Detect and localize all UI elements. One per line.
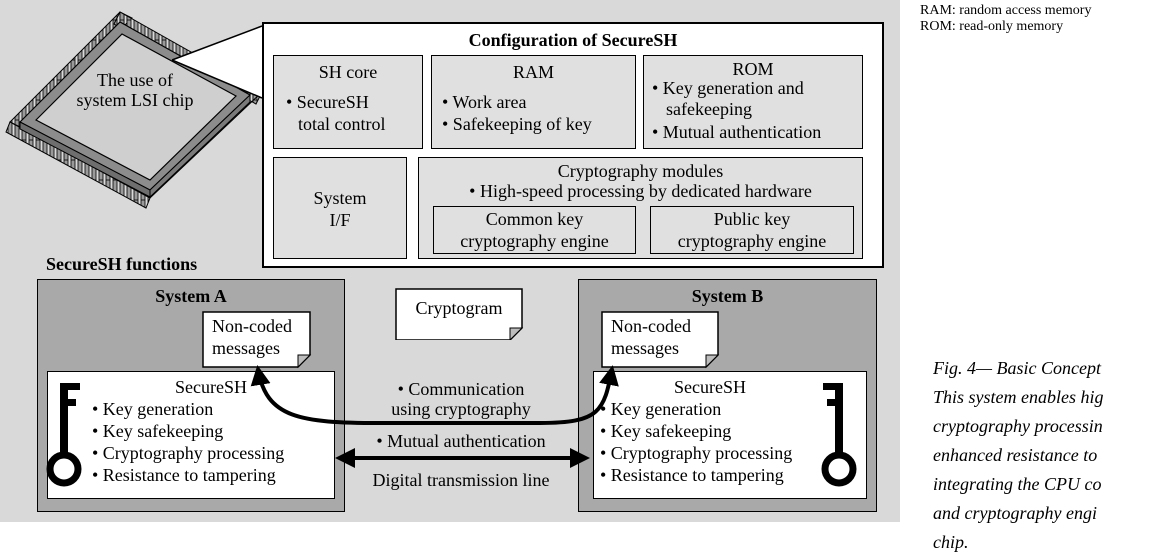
- caption-line7: chip.: [933, 532, 969, 552]
- rom-item-key-gen: • Key generation and: [652, 78, 804, 98]
- chip-callout: [171, 25, 263, 99]
- ram-title: RAM: [512, 62, 554, 82]
- caption-line5: integrating the CPU co: [933, 474, 1102, 494]
- system-b-item-key-gen: • Key generation: [600, 399, 722, 419]
- caption-line3: cryptography processin: [933, 416, 1103, 436]
- rom-box: ROM • Key generation and safekeeping • M…: [643, 55, 863, 149]
- crypto-modules-desc: • High-speed processing by dedicated har…: [469, 181, 812, 201]
- public-key-line1: Public key: [713, 209, 791, 229]
- legend-rom: ROM: read-only memory: [920, 19, 1064, 34]
- caption-line1: Fig. 4— Basic Concept: [933, 358, 1101, 378]
- system-a-item-key-safe: • Key safekeeping: [92, 421, 224, 441]
- sh-core-line1: • SecureSH: [286, 92, 369, 112]
- system-b-securesh-box: SecureSH • Key generation • Key safekeep…: [593, 371, 867, 499]
- system-if-box: System I/F: [273, 157, 407, 259]
- chip-label-line1: The use of: [97, 70, 173, 90]
- caption-line4: enhanced resistance to: [933, 445, 1098, 465]
- crypto-modules-title: Cryptography modules: [557, 161, 724, 181]
- sh-core-title: SH core: [318, 62, 378, 82]
- rom-item-key-gen-cont: safekeeping: [666, 99, 752, 119]
- cryptogram-note-shape: [395, 288, 524, 340]
- common-key-engine-box: Common key cryptography engine: [433, 206, 636, 254]
- system-a-item-tamper: • Resistance to tampering: [92, 465, 276, 485]
- key-icon: [821, 383, 857, 487]
- system-if-line2: I/F: [329, 210, 351, 230]
- abbreviation-legend: RAM: random access memory ROM: read-only…: [920, 3, 1091, 35]
- rom-item-mutual-auth: • Mutual authentication: [652, 122, 822, 142]
- common-key-line1: Common key: [485, 209, 584, 229]
- system-a-item-crypto: • Cryptography processing: [92, 443, 285, 463]
- legend-ram: RAM: random access memory: [920, 3, 1092, 18]
- caption-line2: This system enables hig: [933, 387, 1104, 407]
- public-key-engine-box: Public key cryptography engine: [650, 206, 854, 254]
- system-b-item-key-safe: • Key safekeeping: [600, 421, 732, 441]
- cryptogram-label: Cryptogram: [415, 298, 503, 318]
- system-b-item-crypto: • Cryptography processing: [600, 443, 793, 463]
- system-b-note-shape: [601, 311, 720, 369]
- communication-line2: using cryptography: [391, 399, 531, 419]
- common-key-line2: cryptography engine: [460, 231, 609, 251]
- sh-core-box: SH core • SecureSH total control: [273, 55, 423, 149]
- ram-item-safekeeping: • Safekeeping of key: [442, 114, 592, 134]
- system-a-note-line2: messages: [212, 338, 280, 358]
- rom-title: ROM: [732, 59, 774, 79]
- figure-caption: Fig. 4— Basic Concept This system enable…: [933, 354, 1154, 557]
- system-b-item-tamper: • Resistance to tampering: [600, 465, 784, 485]
- chip-label-line2: system LSI chip: [76, 90, 194, 110]
- mutual-authentication-label: • Mutual authentication: [376, 431, 546, 451]
- system-a-securesh-box: SecureSH • Key generation • Key safekeep…: [47, 371, 335, 499]
- public-key-line2: cryptography engine: [677, 231, 827, 251]
- key-icon: [46, 383, 82, 487]
- system-if-line1: System: [313, 188, 367, 208]
- chip-label: The use of system LSI chip: [70, 70, 200, 110]
- system-a-securesh-title: SecureSH: [175, 377, 247, 397]
- configuration-title: Configuration of SecureSH: [468, 30, 678, 50]
- functions-heading: SecureSH functions: [46, 254, 198, 274]
- caption-line6: and cryptography engi: [933, 503, 1097, 523]
- system-a-note-shape: [202, 311, 312, 369]
- sh-core-line2: total control: [298, 114, 386, 134]
- arrows-layer: [250, 365, 619, 468]
- transmission-line-label: Digital transmission line: [372, 470, 550, 490]
- system-b-title: System B: [691, 286, 764, 306]
- system-a-item-key-gen: • Key generation: [92, 399, 214, 419]
- system-a-note-line1: Non-coded: [212, 316, 292, 336]
- system-a-title: System A: [155, 286, 227, 306]
- ram-item-work-area: • Work area: [442, 92, 527, 112]
- system-b-note-line2: messages: [611, 338, 679, 358]
- system-b-securesh-title: SecureSH: [674, 377, 746, 397]
- ram-box: RAM • Work area • Safekeeping of key: [431, 55, 636, 149]
- system-b-note-line1: Non-coded: [611, 316, 691, 336]
